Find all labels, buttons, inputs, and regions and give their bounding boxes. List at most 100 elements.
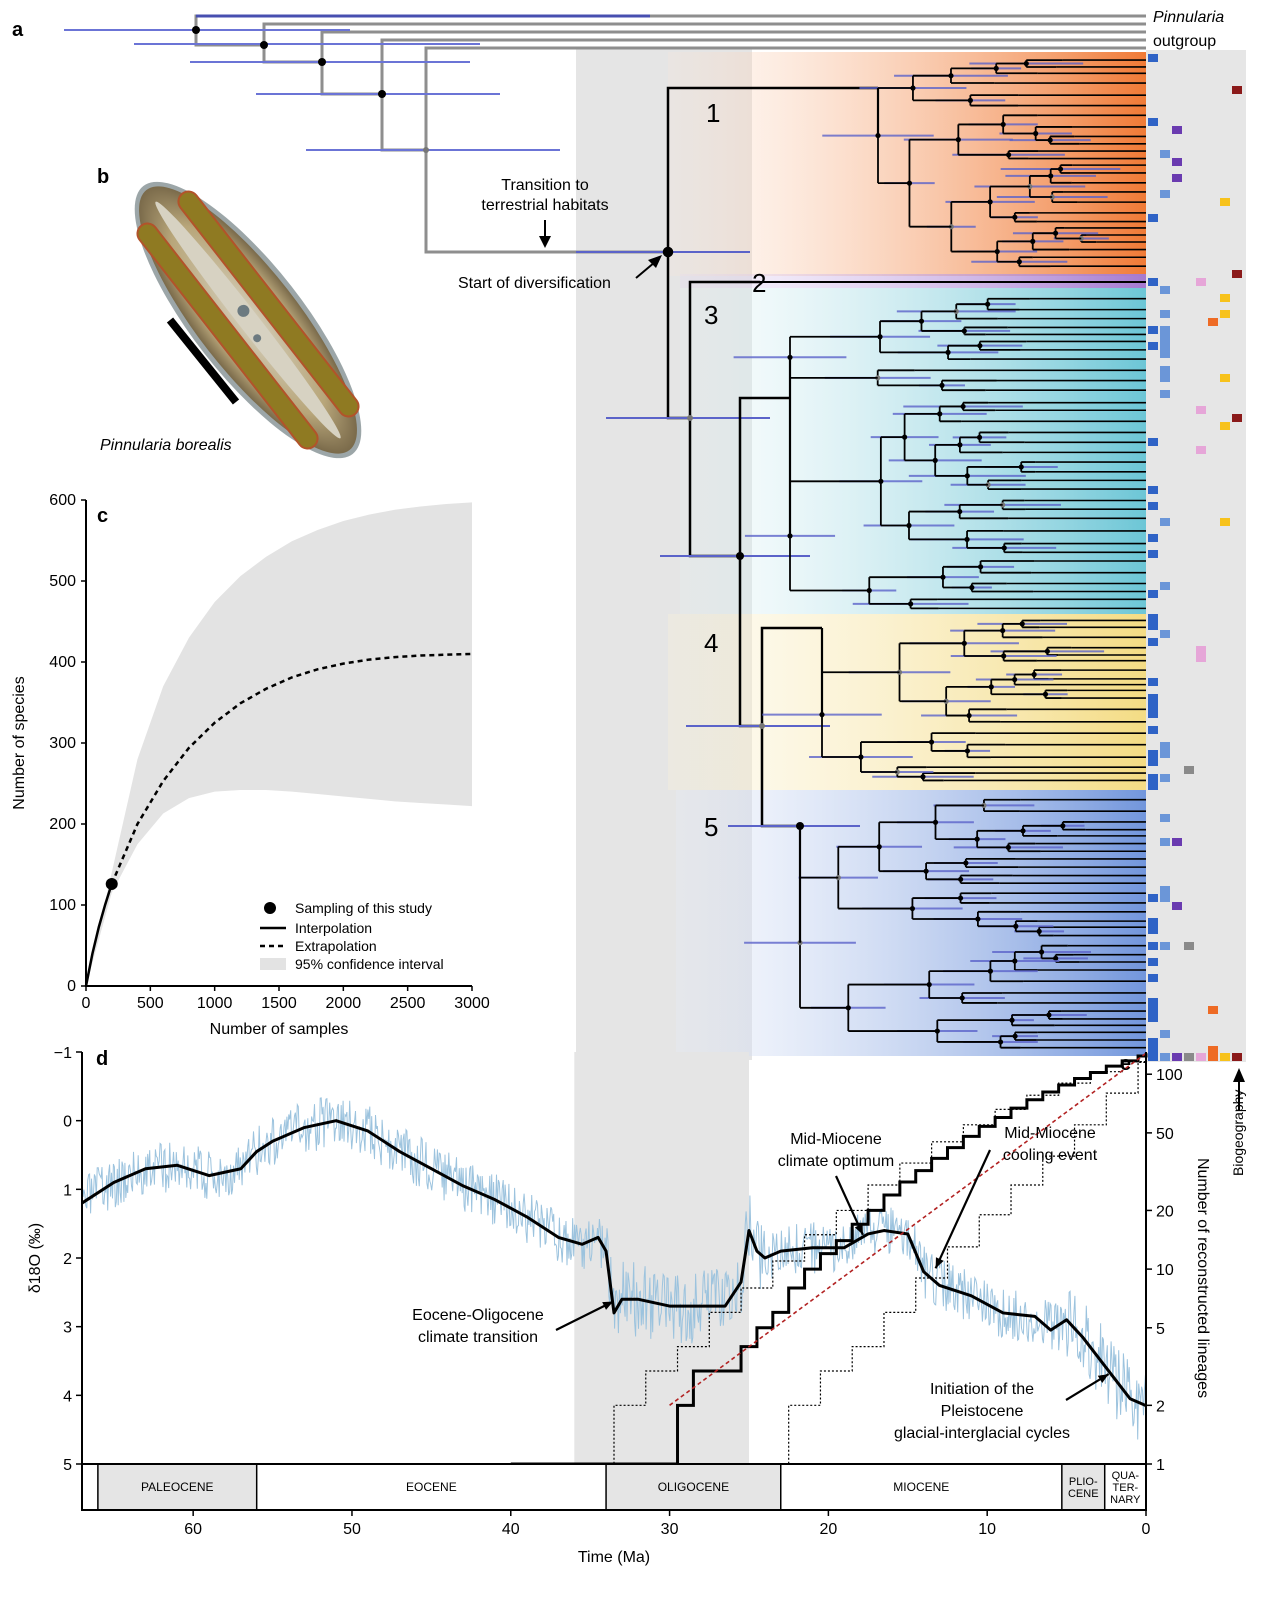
legend-marker-ci xyxy=(260,958,286,970)
ingroup-backbone xyxy=(576,86,878,830)
node-marker xyxy=(988,684,994,690)
epoch-label: PALEOCENE xyxy=(141,1480,213,1494)
biogeography-cell xyxy=(1160,742,1170,750)
biogeography-cell xyxy=(1148,710,1158,718)
biogeography-cell xyxy=(1184,766,1194,774)
annotation-text: Initiation of the xyxy=(930,1381,1034,1398)
arrow-diagonal-icon xyxy=(635,255,662,279)
x-tick-label: 0 xyxy=(1142,1521,1151,1538)
interpolation-line xyxy=(84,883,113,987)
biogeography-cell xyxy=(1160,582,1170,590)
ltt-lower xyxy=(756,1053,1147,1465)
node-marker xyxy=(957,895,964,901)
biogeography-cell xyxy=(1148,622,1158,630)
biogeography-cell xyxy=(1160,838,1170,846)
right-tick-label: 50 xyxy=(1156,1126,1174,1143)
clade-label-3: 3 xyxy=(704,300,718,330)
node-marker xyxy=(909,905,916,912)
biogeography-cell xyxy=(1172,174,1182,182)
legend-marker-sampling xyxy=(264,902,276,914)
node-marker xyxy=(902,434,908,440)
biogeography-cell xyxy=(1172,126,1182,134)
biogeography-cell xyxy=(1160,366,1170,374)
annotation-transition-line-2: terrestrial habitats xyxy=(481,197,608,214)
diatom-caption: Pinnularia borealis xyxy=(100,437,232,454)
node-marker xyxy=(1018,464,1024,470)
biogeography-cell xyxy=(1196,646,1206,654)
node-marker xyxy=(787,533,793,539)
x-tick-label: 2000 xyxy=(326,995,362,1012)
node-marker xyxy=(866,587,872,594)
y-tick-label: 400 xyxy=(49,654,76,671)
ltt-upper xyxy=(582,1053,1147,1465)
biogeography-cell xyxy=(1160,390,1170,398)
panel-letter-c: c xyxy=(97,505,108,527)
biogeography-panel xyxy=(1146,50,1246,1062)
biogeography-cell xyxy=(1148,1014,1158,1022)
clade-label-4: 4 xyxy=(704,628,718,658)
biogeography-cell xyxy=(1160,886,1170,894)
biogeography-cell xyxy=(1148,1046,1158,1054)
node-marker xyxy=(940,574,946,580)
x-tick-label: 0 xyxy=(82,995,91,1012)
node-marker xyxy=(1012,214,1018,220)
right-tick-label: 100 xyxy=(1156,1067,1183,1084)
biogeography-cell xyxy=(1148,926,1158,934)
clade-label-5: 5 xyxy=(704,812,718,842)
y-tick-label: 0 xyxy=(63,1114,72,1131)
epoch-fill xyxy=(97,1464,257,1510)
node-marker xyxy=(1000,121,1006,128)
node-marker xyxy=(961,640,967,646)
y-axis-title: δ18O (‰) xyxy=(27,1223,44,1293)
biogeography-cell xyxy=(1220,310,1230,318)
biogeography-cell xyxy=(1160,310,1170,318)
biogeography-cell xyxy=(1148,1038,1158,1046)
isotope-smoothed-line xyxy=(81,1119,1147,1408)
y-tick-label: 2 xyxy=(63,1251,72,1268)
biogeography-cell xyxy=(1148,326,1158,334)
arrow-down-icon xyxy=(539,220,551,248)
annotation-text: Eocene-Oligocene xyxy=(412,1307,544,1324)
biogeography-cell xyxy=(1148,750,1158,758)
node-marker xyxy=(975,916,981,922)
node-marker xyxy=(1000,502,1006,508)
epoch-label: CENE xyxy=(1068,1488,1099,1500)
epoch-label: OLIGOCENE xyxy=(658,1480,729,1494)
right-tick-label: 2 xyxy=(1156,1398,1165,1415)
biogeography-cell xyxy=(1232,270,1242,278)
biogeography-cell xyxy=(1160,814,1170,822)
sampling-point xyxy=(105,877,118,890)
y-tick-label: 200 xyxy=(49,816,76,833)
biogeography-cell xyxy=(1232,414,1242,422)
x-tick-label: 10 xyxy=(978,1521,996,1538)
panel-letter-e: e xyxy=(1120,1053,1131,1075)
biogeography-cell xyxy=(1148,974,1158,982)
epoch-bar-outline xyxy=(81,1463,1147,1511)
right-tick-label: 20 xyxy=(1156,1203,1174,1220)
annotation-arrowhead xyxy=(935,1257,944,1269)
node-marker xyxy=(953,308,959,314)
y-tick-label: 100 xyxy=(49,897,76,914)
biogeography-cell xyxy=(1160,286,1170,294)
node-marker xyxy=(1001,653,1007,659)
clade-trees xyxy=(733,59,1146,1049)
biogeography-cell xyxy=(1148,54,1158,62)
biogeography-cell xyxy=(1148,550,1158,558)
node-marker xyxy=(987,968,993,974)
biogeography-cell xyxy=(1196,278,1206,286)
right-axis-title: Number of reconstructed lineages xyxy=(1194,1158,1211,1398)
y-tick-label: 3 xyxy=(63,1320,72,1337)
annotation-text: cooling event xyxy=(1003,1147,1098,1164)
biogeography-cell xyxy=(1148,118,1158,126)
biogeography-cell xyxy=(1160,894,1170,902)
biogeography-cell xyxy=(1160,326,1170,334)
biogeography-cell xyxy=(1148,702,1158,710)
biogeography-cell xyxy=(1220,422,1230,430)
annotation-text: climate transition xyxy=(418,1329,538,1346)
biogeography-cell xyxy=(1196,406,1206,414)
x-axis-title: Time (Ma) xyxy=(578,1549,650,1566)
node-marker xyxy=(977,343,983,349)
biogeography-cell xyxy=(1148,1006,1158,1014)
node-marker xyxy=(1013,923,1019,929)
